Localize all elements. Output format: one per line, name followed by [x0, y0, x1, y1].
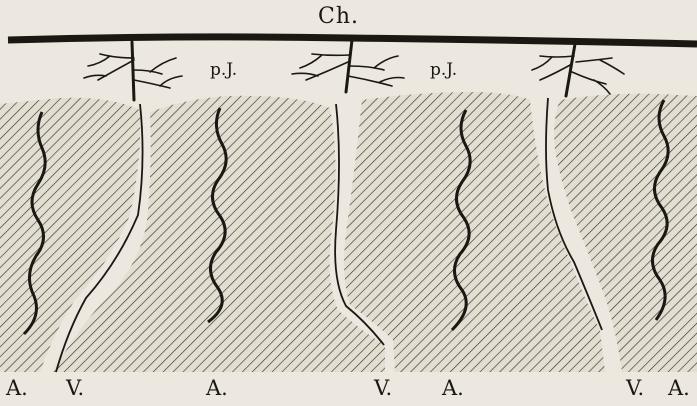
branching-vessel-3	[532, 44, 624, 96]
bottom-label-artery: A.	[668, 376, 690, 400]
bottom-label-artery: A.	[6, 376, 28, 400]
branching-vessel-1	[84, 42, 182, 100]
bottom-label-vein: V.	[374, 376, 392, 400]
choriocapillaris-label: Ch.	[318, 4, 359, 29]
bottom-label-vein: V.	[66, 376, 84, 400]
pj-label-right: p.J.	[430, 60, 457, 80]
bottom-label-artery: A.	[206, 376, 228, 400]
pj-label-left: p.J.	[210, 60, 237, 80]
branching-vessel-2	[292, 40, 404, 92]
bottom-label-vein: V.	[626, 376, 644, 400]
bottom-label-artery: A.	[442, 376, 464, 400]
